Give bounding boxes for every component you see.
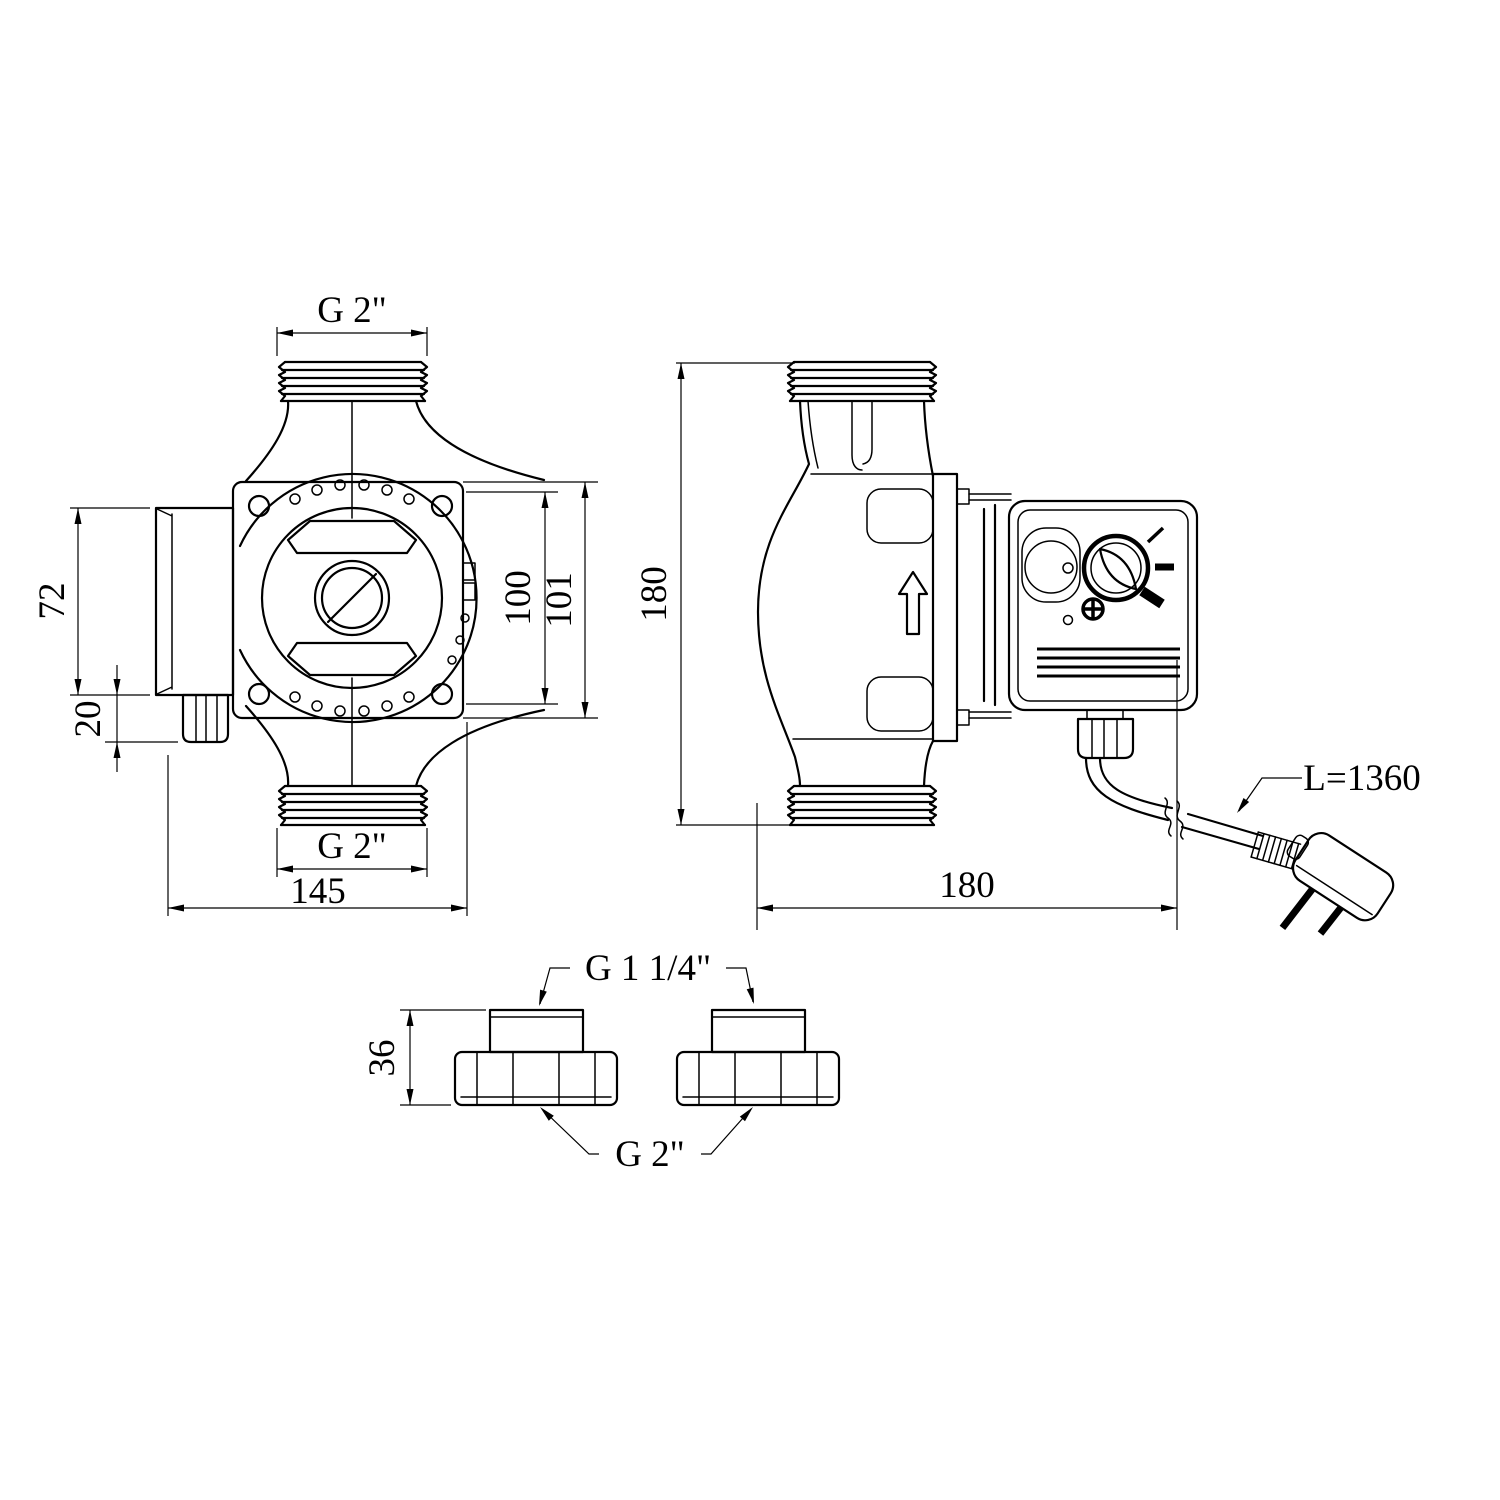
- side-top-thread: [786, 360, 938, 403]
- vent-screw-inner: [320, 566, 384, 630]
- front-bottom-thread: [277, 784, 429, 827]
- face-cutout-top: [286, 519, 418, 555]
- side-neck-detail: [807, 400, 873, 471]
- dim-label-101: 101: [539, 572, 580, 628]
- control-box-face: [1017, 509, 1189, 702]
- motor-face: [260, 506, 444, 690]
- side-body-outline: [756, 399, 811, 788]
- window-recess: [1021, 527, 1081, 603]
- dim-side-length-180: 180: [756, 660, 1178, 930]
- cable-gland-side: [1076, 717, 1135, 760]
- power-plug: [1279, 832, 1395, 936]
- plate-hole: [430, 494, 454, 518]
- dim-label-cable: L=1360: [1303, 758, 1420, 799]
- side-view: [756, 360, 1395, 936]
- indicator-dot: [1062, 562, 1074, 574]
- side-casing-edges: [792, 473, 934, 740]
- front-bottom-neck-left: [244, 704, 290, 788]
- speed-knob: [1081, 533, 1151, 603]
- dim-label-180-v: 180: [634, 566, 675, 622]
- plate-hole: [430, 682, 454, 706]
- mounting-plate: [231, 480, 465, 720]
- fitting-right: [675, 1008, 841, 1107]
- motor-body-lines: [982, 503, 997, 707]
- side-neck-right-top: [922, 399, 935, 478]
- vent-holes: [289, 479, 470, 717]
- speed-knob-inner: [1090, 542, 1142, 594]
- dim-port-bottom: G 2": [276, 826, 428, 877]
- side-tab-bottom: [866, 676, 934, 732]
- knob-pointer: [1098, 547, 1138, 591]
- dim-adapter-thread: G 1 1/4": [539, 948, 754, 1006]
- dim-label-145: 145: [290, 871, 346, 912]
- dim-label-180-h: 180: [939, 865, 995, 906]
- led-dot: [1062, 614, 1074, 626]
- dim-port-top: G 2": [276, 290, 428, 356]
- dim-gland-20: 20: [68, 665, 178, 772]
- dim-label-20: 20: [68, 701, 109, 738]
- dim-label-100: 100: [498, 570, 539, 626]
- fitting-left: [453, 1008, 619, 1107]
- dim-label-g114: G 1 1/4": [585, 948, 711, 989]
- side-bottom-thread: [786, 784, 938, 827]
- screw-icon: [1081, 597, 1105, 621]
- dim-cable-length: L=1360: [1237, 758, 1421, 813]
- cable-gland-ribs: [195, 694, 218, 743]
- side-flange: [931, 472, 959, 743]
- dim-box-height-72: 72: [32, 507, 150, 696]
- front-top-neck-left: [244, 399, 290, 483]
- power-cable: [1084, 756, 1265, 851]
- gland-neck: [1086, 709, 1124, 720]
- vent-screw-slot: [326, 572, 378, 624]
- screw-cross: [1084, 600, 1102, 618]
- dim-label-g2-fittings: G 2": [615, 1134, 685, 1175]
- dim-motor-100: 100: [466, 491, 558, 705]
- front-top-thread: [277, 360, 429, 403]
- ring-tabs: [462, 562, 476, 601]
- plate-hole: [247, 682, 271, 706]
- cable-gland-front: [181, 693, 230, 744]
- front-bottom-neck-right: [414, 708, 546, 788]
- side-neck-right-bottom: [922, 739, 935, 788]
- dim-label-36: 36: [362, 1040, 403, 1077]
- flange-ring: [238, 472, 478, 724]
- side-tab-top: [866, 488, 934, 544]
- face-cutout-bottom: [286, 641, 418, 677]
- dim-nut-thread: G 2": [540, 1107, 753, 1175]
- dim-side-height-180: 180: [634, 362, 795, 826]
- flow-arrow-icon: [897, 570, 929, 636]
- cable-gland-side-ribs: [1091, 718, 1118, 759]
- vent-slots: [1037, 647, 1180, 678]
- side-rods: [956, 488, 1012, 726]
- front-view: [154, 360, 546, 827]
- fittings-view: G 1 1/4" 36 G 2": [362, 948, 841, 1175]
- vent-screw-outer: [313, 559, 391, 637]
- terminal-box-bevel: [156, 508, 173, 695]
- dim-label-72: 72: [32, 583, 73, 620]
- dim-label-port-top: G 2": [317, 290, 387, 331]
- terminal-box: [154, 506, 235, 697]
- dim-fitting-height-36: 36: [362, 1009, 486, 1106]
- dim-label-port-bottom: G 2": [317, 826, 387, 867]
- indicator-window: [1024, 540, 1078, 594]
- front-top-neck-right: [414, 399, 546, 482]
- speed-marks: [1139, 526, 1174, 609]
- plate-hole: [247, 494, 271, 518]
- dim-width-145: 145: [167, 722, 468, 916]
- dim-overall-101: 101: [463, 481, 598, 719]
